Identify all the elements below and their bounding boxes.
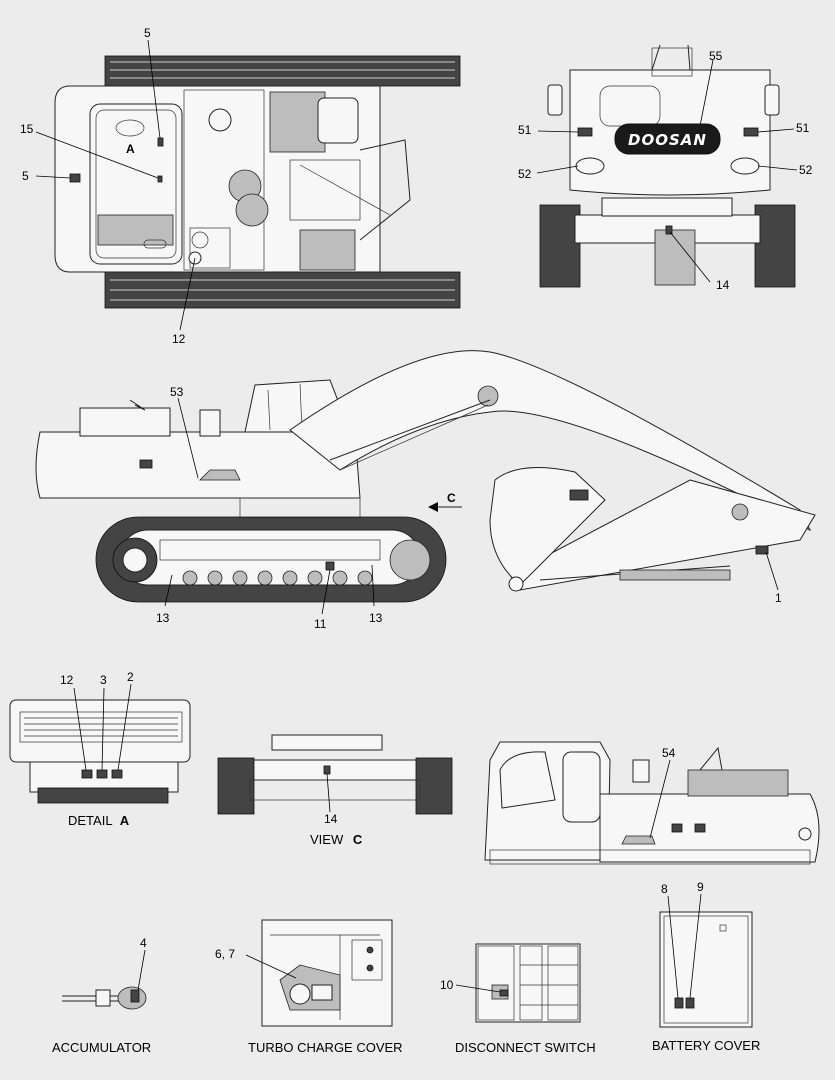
detail-a: 12 3 2 DETAIL A xyxy=(9,670,191,828)
top-label-12: 12 xyxy=(172,332,186,346)
side-view: 53 C 1 13 11 13 xyxy=(35,350,816,631)
view-c-label-14: 14 xyxy=(324,812,338,826)
view-c: 14 VIEW C xyxy=(217,734,453,847)
detail-a-caption: DETAIL A xyxy=(68,813,130,828)
side-label-13-right: 13 xyxy=(369,611,383,625)
side-label-53: 53 xyxy=(170,385,184,399)
disconnect-label-10: 10 xyxy=(440,978,454,992)
rear-brand-plate xyxy=(614,123,721,155)
top-track-upper xyxy=(104,55,461,87)
accumulator-caption: ACCUMULATOR xyxy=(52,1040,151,1055)
rear-label-51-right: 51 xyxy=(796,121,810,135)
top-label-15: 15 xyxy=(20,122,34,136)
accumulator-view: 4 ACCUMULATOR xyxy=(52,936,151,1055)
turbo-label-6-7: 6, 7 xyxy=(215,947,235,961)
accumulator-label-4: 4 xyxy=(140,936,147,950)
rear-label-51-left: 51 xyxy=(518,123,532,137)
disconnect-switch-view: 10 DISCONNECT SWITCH xyxy=(440,943,596,1055)
disconnect-switch-caption: DISCONNECT SWITCH xyxy=(455,1040,596,1055)
top-label-5-upper: 5 xyxy=(144,26,151,40)
rear-track-right xyxy=(754,204,796,288)
top-label-5-lower: 5 xyxy=(22,169,29,183)
detail-label-3: 3 xyxy=(100,673,107,687)
side-label-c: C xyxy=(447,491,456,505)
side-label-11: 11 xyxy=(314,617,327,631)
side-label-1: 1 xyxy=(775,591,782,605)
turbo-charge-cover-caption: TURBO CHARGE COVER xyxy=(248,1040,403,1055)
battery-label-9: 9 xyxy=(697,880,704,894)
top-view: 5 15 A 5 12 xyxy=(20,26,461,346)
turbo-charge-cover-view: 6, 7 TURBO CHARGE COVER xyxy=(215,919,403,1055)
view-c-caption: VIEW C xyxy=(310,832,363,847)
right-label-54: 54 xyxy=(662,746,676,760)
rear-label-55: 55 xyxy=(709,49,723,63)
rear-label-14: 14 xyxy=(716,278,730,292)
detail-label-12: 12 xyxy=(60,673,74,687)
top-label-a: A xyxy=(126,142,135,156)
rear-label-52-right: 52 xyxy=(799,163,813,177)
right-side-view: 54 xyxy=(484,741,820,865)
rear-track-left xyxy=(539,204,581,288)
rear-brand-text: DOOSAN xyxy=(628,131,707,149)
side-boom xyxy=(289,350,812,532)
right-body xyxy=(599,793,820,863)
side-label-13-left: 13 xyxy=(156,611,170,625)
rear-label-52-left: 52 xyxy=(518,167,532,181)
detail-label-2: 2 xyxy=(127,670,134,684)
battery-label-8: 8 xyxy=(661,882,668,896)
battery-cover-caption: BATTERY COVER xyxy=(652,1038,760,1053)
battery-cover-view: 8 9 BATTERY COVER xyxy=(652,880,760,1053)
rear-view: DOOSAN 55 51 51 52 52 14 xyxy=(518,44,813,292)
